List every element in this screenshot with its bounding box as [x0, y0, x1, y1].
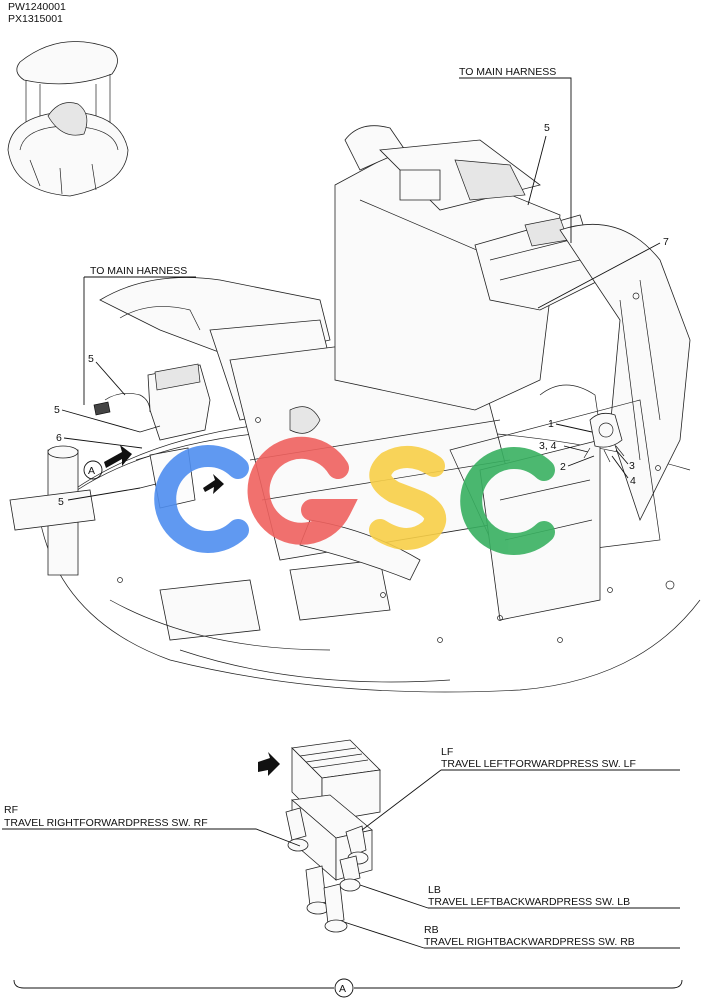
detail-marker-lower: A	[339, 983, 346, 995]
fitting-lb	[339, 855, 361, 892]
detail-marker-upper: A	[88, 465, 95, 477]
document-code-2: PX1315001	[8, 13, 63, 25]
callout-3-4: 3, 4	[539, 440, 557, 452]
callout-5-left-a: 5	[88, 353, 94, 365]
switch-rf-code: RF	[4, 804, 18, 816]
upper-frame	[9, 125, 701, 693]
machine-thumbnail	[7, 41, 129, 197]
callout-1: 1	[548, 418, 554, 430]
switch-rb-code: RB	[424, 924, 439, 936]
detail-bracket	[13, 979, 683, 989]
callout-3: 3	[629, 460, 635, 472]
watermark-letter-s	[369, 445, 447, 550]
watermark-letter-g	[247, 436, 358, 545]
switch-lb-name: TRAVEL LEFTBACKWARDPRESS SW. LB	[428, 896, 630, 908]
pressure-switch-right	[539, 384, 625, 463]
callout-2: 2	[560, 461, 566, 473]
callout-7: 7	[663, 236, 669, 248]
harness-label-right: TO MAIN HARNESS	[459, 66, 556, 78]
valve-assembly-detail	[258, 739, 381, 933]
switch-lf-name: TRAVEL LEFTFORWARDPRESS SW. LF	[441, 758, 636, 770]
switch-rb-name: TRAVEL RIGHTBACKWARDPRESS SW. RB	[424, 936, 635, 948]
detail-view-arrow	[258, 752, 280, 776]
switch-lb-code: LB	[428, 884, 441, 896]
callout-6: 6	[56, 432, 62, 444]
harness-label-left: TO MAIN HARNESS	[90, 265, 187, 277]
switch-lf-code: LF	[441, 746, 453, 758]
watermark	[154, 436, 555, 555]
callout-5-top: 5	[544, 122, 550, 134]
document-code-1: PW1240001	[8, 1, 66, 13]
watermark-letter-c1	[154, 445, 249, 553]
callout-5-left-c: 5	[58, 496, 64, 508]
detail-marker-circle-upper	[83, 460, 103, 480]
fitting-rb	[305, 865, 348, 933]
callout-4: 4	[630, 475, 636, 487]
detail-marker-circle-lower	[334, 978, 354, 998]
switch-rf-name: TRAVEL RIGHTFORWARDPRESS SW. RF	[4, 817, 208, 829]
view-arrow-center	[203, 474, 224, 494]
watermark-letter-c2	[460, 447, 555, 555]
callout-5-left-b: 5	[54, 404, 60, 416]
view-arrow-left	[104, 445, 132, 468]
pressure-switch-cluster	[93, 363, 211, 509]
